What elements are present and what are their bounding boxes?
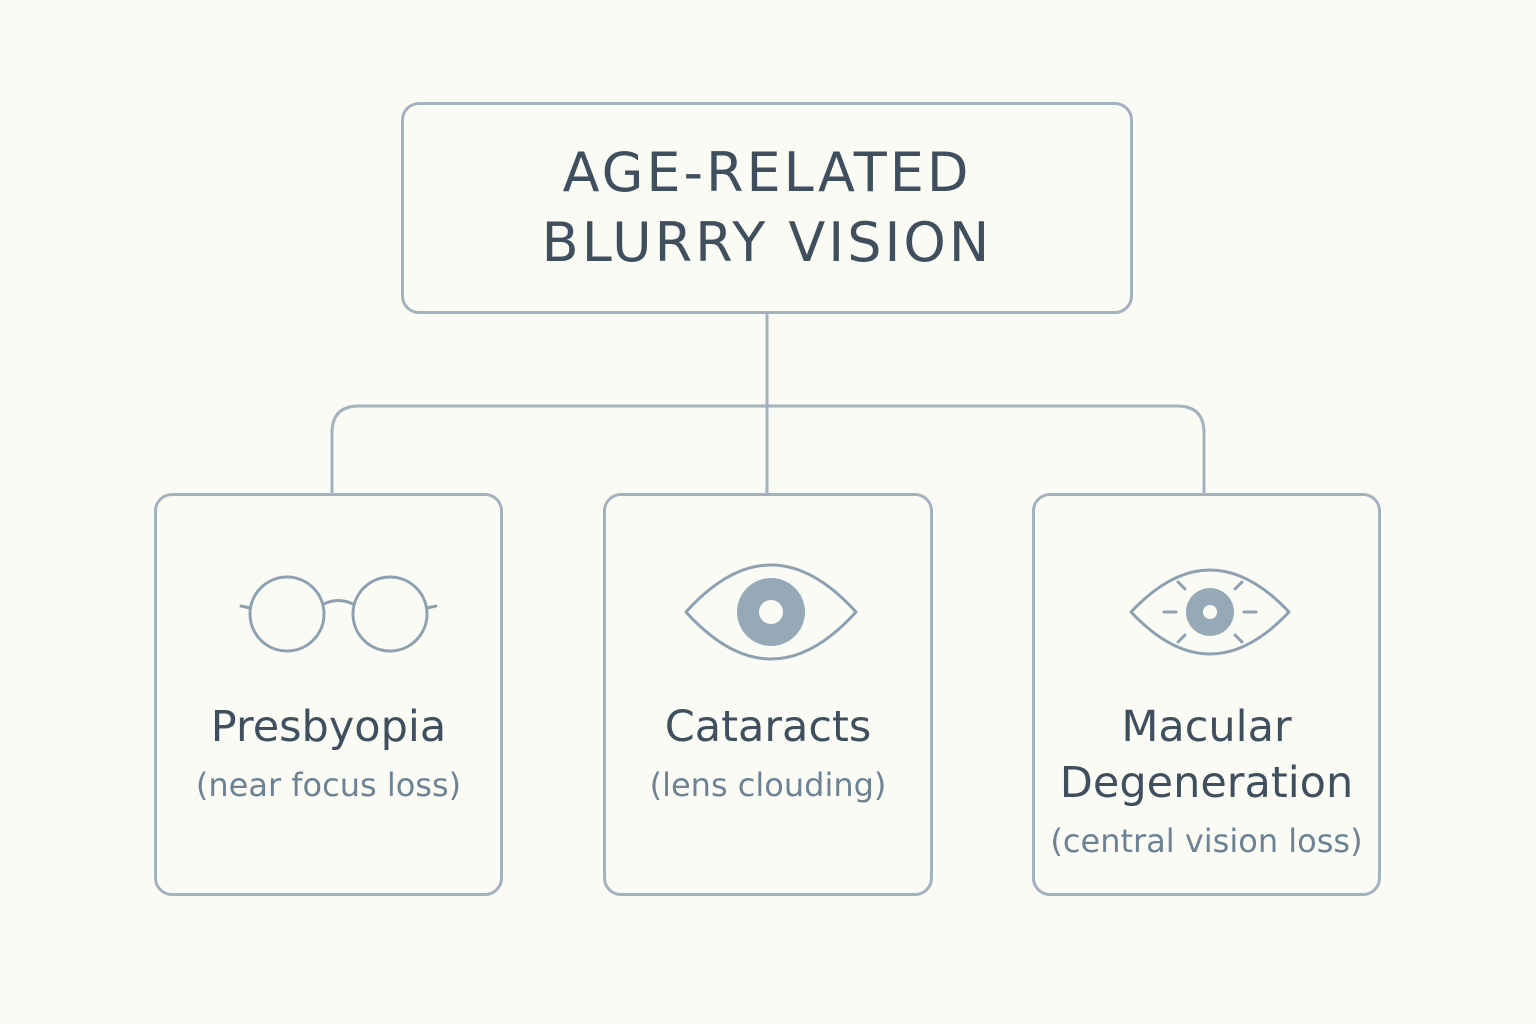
condition-subtitle: (lens clouding) <box>649 766 887 804</box>
condition-subtitle: (central vision loss) <box>1050 822 1363 860</box>
glasses-icon <box>239 575 438 653</box>
eye-icon <box>684 563 858 661</box>
condition-title-line-2: Degeneration <box>1059 758 1354 808</box>
condition-title-line-1: Macular <box>1121 702 1292 752</box>
root-title-line-2: BLURRY VISION <box>541 211 993 274</box>
eye-rays-icon <box>1129 568 1291 656</box>
condition-card-macular-degeneration: Macular Degeneration (central vision los… <box>1032 493 1381 896</box>
condition-card-presbyopia: Presbyopia (near focus loss) <box>154 493 503 896</box>
root-title-line-1: AGE-RELATED <box>562 141 972 204</box>
root-node: AGE-RELATED BLURRY VISION <box>401 102 1133 314</box>
condition-title: Presbyopia <box>210 702 447 752</box>
branch-bar-line <box>330 404 1206 495</box>
condition-subtitle: (near focus loss) <box>195 766 462 804</box>
condition-title: Cataracts <box>664 702 872 752</box>
condition-card-cataracts: Cataracts (lens clouding) <box>603 493 933 896</box>
